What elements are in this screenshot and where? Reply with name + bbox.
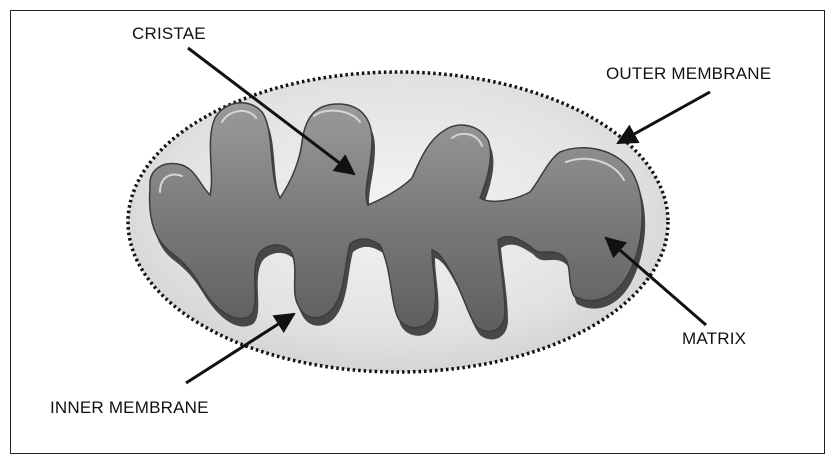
- outer-membrane-label: OUTER MEMBRANE: [606, 64, 771, 84]
- outer-membrane-arrow: [618, 92, 710, 143]
- cristae-label: CRISTAE: [132, 24, 206, 44]
- inner-membrane-label: INNER MEMBRANE: [50, 398, 209, 418]
- matrix-label: MATRIX: [682, 329, 746, 349]
